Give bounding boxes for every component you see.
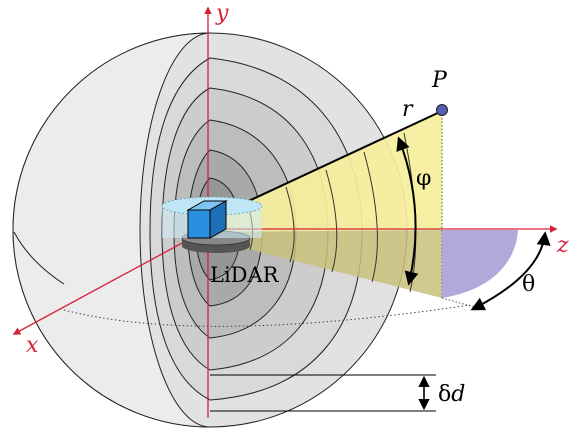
x-axis [12, 228, 209, 335]
phi-label: φ [416, 166, 431, 191]
cube-front [187, 209, 211, 239]
cone [211, 110, 443, 298]
outer-sphere-left-face [12, 32, 211, 428]
y-axis-label: y [215, 1, 229, 26]
equator-ellipse [63, 304, 471, 327]
delta-d-label: δd [438, 382, 465, 407]
theta-label: θ [522, 272, 535, 297]
cube-side [209, 200, 227, 239]
cone-upper [212, 111, 442, 232]
cone-lower [212, 230, 442, 298]
x-axis-label: x [26, 333, 39, 358]
point-label: P [431, 68, 448, 93]
lidar-label: LiDAR [210, 263, 280, 287]
theta-arrow [470, 231, 551, 311]
delta-d-marker [210, 374, 436, 412]
z-axis-label: z [556, 233, 569, 258]
radius-label: r [402, 97, 414, 122]
ray-to-edge [441, 297, 479, 309]
cone-edge-top [211, 110, 443, 219]
point-p [436, 104, 448, 116]
phi-arrow [396, 136, 419, 286]
sphere-rim [13, 231, 65, 285]
lidar-sensor [161, 196, 263, 253]
